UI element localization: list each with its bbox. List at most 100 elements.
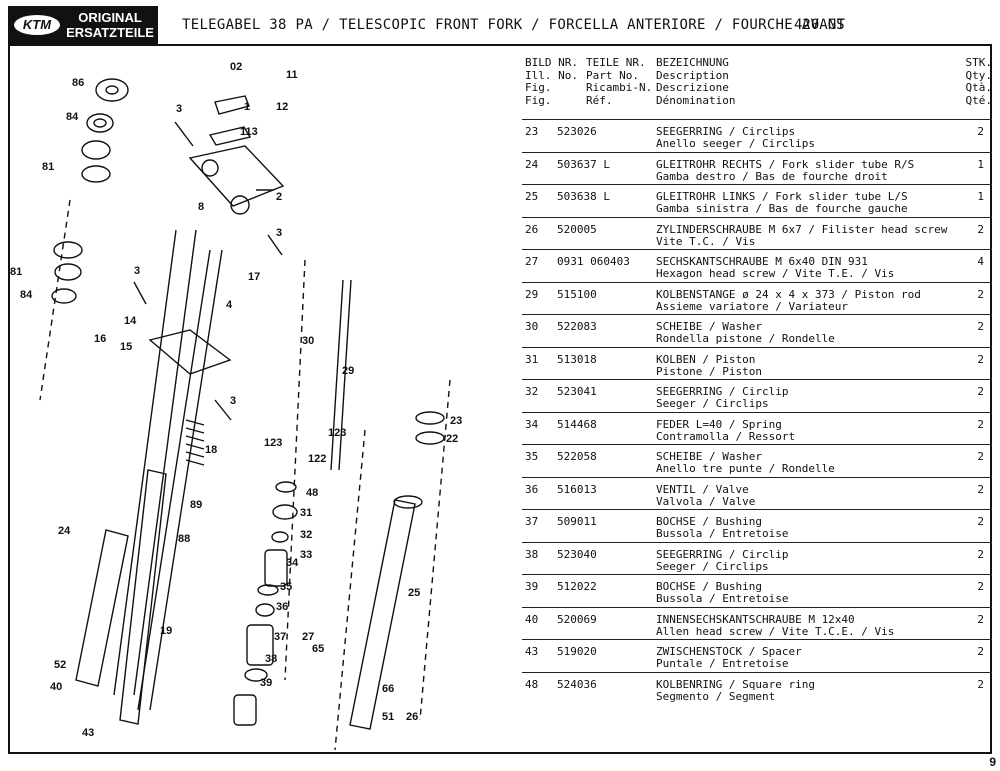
description: KOLBENSTANGE ø 24 x 4 x 373 / Piston rod…: [656, 287, 921, 313]
svg-text:14: 14: [124, 315, 137, 327]
quantity: 2: [977, 287, 984, 301]
description-line-1: ZYLINDERSCHRAUBE M 6x7 / Filister head s…: [656, 222, 948, 236]
description-line-1: SCHEIBE / Washer: [656, 320, 762, 333]
svg-text:19: 19: [160, 625, 172, 637]
fig-number: 34: [525, 417, 539, 431]
svg-text:32: 32: [300, 529, 312, 541]
description-line-2: Vite T.C. / Vis: [656, 234, 756, 248]
svg-text:35: 35: [280, 581, 292, 593]
description-line-1: ZWISCHENSTOCK / Spacer: [656, 645, 802, 658]
quantity: 1: [977, 157, 984, 171]
quantity: 2: [977, 547, 984, 561]
svg-text:113: 113: [240, 126, 258, 138]
fig-number: 31: [525, 352, 539, 366]
ktm-logo-text: ORIGINAL ERSATZTEILE: [64, 10, 156, 40]
header-qty: STK.Qty.Qtà.Qté.: [965, 56, 993, 107]
description-line-2: Allen head screw / Vite T.C.E. / Vis: [656, 624, 895, 638]
svg-text:22: 22: [446, 433, 458, 445]
svg-text:3: 3: [276, 227, 282, 239]
svg-text:81: 81: [42, 161, 54, 173]
quantity: 2: [977, 125, 984, 138]
svg-text:84: 84: [20, 289, 33, 301]
part-number: 523041: [557, 385, 597, 398]
header-part: TEILE NR.Part No.Ricambi-N.Réf.: [586, 56, 653, 107]
quantity: 2: [977, 515, 984, 528]
part-number: 509011: [557, 515, 597, 528]
svg-text:12: 12: [276, 101, 288, 113]
svg-text:88: 88: [178, 533, 190, 545]
fig-number: 27: [525, 255, 539, 268]
svg-text:122: 122: [308, 453, 326, 465]
quantity: 2: [977, 385, 984, 398]
svg-text:11: 11: [286, 69, 298, 81]
page-title: TELEGABEL 38 PA / TELESCOPIC FRONT FORK …: [182, 17, 846, 33]
svg-text:02: 02: [230, 61, 242, 73]
svg-text:17: 17: [248, 271, 260, 283]
svg-text:89: 89: [190, 499, 202, 511]
description-line-1: SCHEIBE / Washer: [656, 450, 762, 463]
description-line-1: BOCHSE / Bushing: [656, 515, 762, 528]
description-line-1: BOCHSE / Bushing: [656, 580, 762, 593]
description-line-2: Valvola / Valve: [656, 494, 756, 508]
fig-number: 30: [525, 320, 539, 333]
description-line-2: Bussola / Entretoise: [656, 527, 789, 540]
description-line-2: Contramolla / Ressort: [656, 429, 796, 443]
description-line-2: Hexagon head screw / Vite T.E. / Vis: [656, 267, 895, 280]
description-line-1: FEDER L=40 / Spring: [656, 417, 782, 431]
svg-text:8: 8: [198, 201, 204, 213]
description-line-1: KOLBENSTANGE ø 24 x 4 x 373 / Piston rod: [656, 287, 921, 301]
quantity: 2: [977, 580, 984, 593]
description-line-2: Segmento / Segment: [656, 689, 776, 703]
description-line-1: SECHSKANTSCHRAUBE M 6x40 DIN 931: [656, 255, 868, 268]
description-line-1: KOLBENRING / Square ring: [656, 677, 815, 691]
description-line-1: SEEGERRING / Circlip: [656, 385, 789, 398]
description-line-2: Seeger / Circlips: [656, 397, 769, 410]
quantity: 2: [977, 482, 984, 496]
ktm-logo: KTM ORIGINAL ERSATZTEILE: [8, 6, 158, 44]
part-number: 503638 L: [557, 190, 610, 203]
quantity: 2: [977, 352, 984, 366]
description-line-1: SEEGERRING / Circlip: [656, 547, 789, 561]
quantity: 2: [977, 645, 984, 658]
fig-number: 24: [525, 157, 539, 171]
content-frame: [8, 44, 992, 754]
description-line-2: Pistone / Piston: [656, 364, 762, 378]
quantity: 2: [977, 450, 984, 463]
svg-text:4: 4: [226, 299, 233, 311]
description-line-1: GLEITROHR LINKS / Fork slider tube L/S: [656, 190, 908, 203]
part-number: 503637 L: [557, 157, 610, 171]
description-line-2: Anello seeger / Circlips: [656, 137, 815, 150]
svg-text:66: 66: [382, 683, 394, 695]
fig-number: 40: [525, 612, 539, 626]
svg-text:33: 33: [300, 549, 312, 561]
svg-text:86: 86: [72, 77, 84, 89]
part-number: 520069: [557, 612, 597, 626]
description-line-2: Gamba sinistra / Bas de fourche gauche: [656, 202, 908, 215]
svg-text:37: 37: [274, 631, 286, 643]
description-line-1: GLEITROHR RECHTS / Fork slider tube R/S: [656, 157, 915, 171]
part-number: 513018: [557, 352, 597, 366]
svg-text:26: 26: [406, 711, 418, 723]
part-number: 523040: [557, 547, 597, 561]
quantity: 2: [977, 612, 984, 626]
quantity: 1: [977, 190, 984, 203]
svg-text:29: 29: [342, 365, 354, 377]
table-header: BILD NR.Ill. No.Fig.Fig. TEILE NR.Part N…: [522, 56, 993, 119]
